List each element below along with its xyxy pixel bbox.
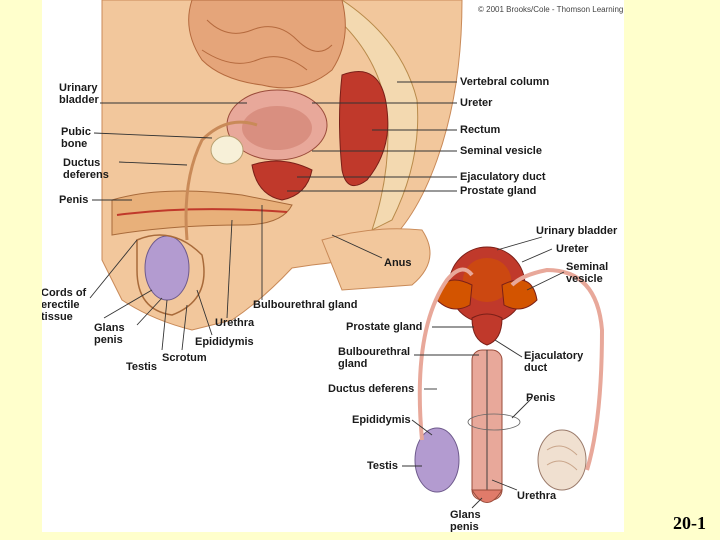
label-ductus-deferens: Ductus deferens [63, 157, 109, 181]
label-frontal-seminal-vesicle: Seminal vesicle [566, 261, 609, 285]
anatomy-illustration [89, 0, 605, 509]
label-frontal-urinary-bladder: Urinary bladder [536, 225, 618, 237]
label-penis: Penis [59, 194, 89, 206]
anatomy-figure: © 2001 Brooks/Cole - Thomson Learning Ur… [42, 0, 624, 532]
label-frontal-epididymis: Epididymis [352, 414, 411, 426]
rectum-art [339, 71, 389, 187]
copyright-notice: © 2001 Brooks/Cole - Thomson Learning [478, 5, 624, 14]
penis-outline-ring [467, 413, 521, 431]
label-frontal-ejaculatory-duct: Ejaculatory duct [524, 350, 584, 374]
label-ejaculatory-duct: Ejaculatory duct [460, 171, 546, 183]
testis-section-art [537, 429, 587, 491]
label-urethra: Urethra [215, 317, 255, 329]
label-seminal-vesicle: Seminal vesicle [460, 145, 542, 157]
label-frontal-prostate-gland: Prostate gland [346, 321, 423, 333]
label-frontal-urethra: Urethra [517, 490, 557, 502]
label-frontal-bulbourethral-gland: Bulbourethral gland [338, 346, 411, 370]
label-testis: Testis [126, 361, 157, 373]
label-cords-of-erectile-tissue: Cords of erectile tissue [42, 287, 87, 323]
label-frontal-ductus-deferens: Ductus deferens [328, 383, 415, 395]
pubic-bone-art [210, 135, 244, 165]
label-ureter: Ureter [460, 97, 493, 109]
label-pubic-bone: Pubic bone [61, 126, 91, 150]
prostate-art [251, 160, 313, 201]
scrotum-art [136, 234, 205, 316]
slide-number: 20-1 [673, 513, 706, 533]
label-urinary-bladder: Urinary bladder [59, 82, 99, 106]
seminal-vesicle-frontal-art [501, 279, 538, 310]
label-frontal-glans-penis: Glans penis [450, 509, 481, 532]
ductus-deferens-frontal-right [510, 267, 605, 471]
testis-frontal-art [414, 427, 460, 493]
prostate-frontal-art [471, 313, 503, 346]
label-vertebral-column: Vertebral column [460, 76, 550, 88]
label-bulbourethral-gland: Bulbourethral gland [253, 299, 358, 311]
intestines-art [188, 0, 346, 89]
label-anus: Anus [384, 257, 412, 269]
buttock-art [321, 228, 431, 291]
label-epididymis: Epididymis [195, 336, 254, 348]
glans-frontal-art [471, 489, 503, 503]
ductus-deferens-frontal-left [417, 267, 474, 441]
label-rectum: Rectum [460, 124, 501, 136]
label-glans-penis: Glans penis [94, 322, 125, 346]
label-frontal-testis: Testis [367, 460, 398, 472]
label-frontal-penis: Penis [526, 392, 556, 404]
penis-sagittal-art [111, 190, 293, 236]
label-prostate-gland: Prostate gland [460, 185, 537, 197]
label-scrotum: Scrotum [162, 352, 207, 364]
ductus-deferens-sagittal [184, 120, 258, 241]
label-frontal-ureter: Ureter [556, 243, 589, 255]
